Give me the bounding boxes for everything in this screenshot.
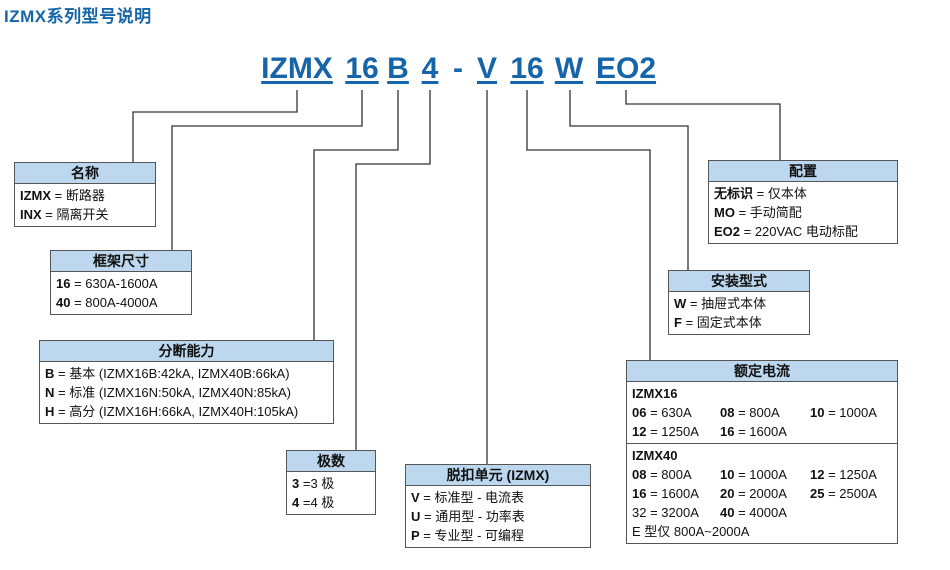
name-box: 名称 IZMX = 断路器 INX = 隔离开关 xyxy=(14,162,156,227)
code-part-breaking: B xyxy=(387,52,409,85)
connector-name xyxy=(132,90,298,162)
mounting-type-row: F = 固定式本体 xyxy=(674,315,762,330)
code-part-trip: V xyxy=(476,52,497,85)
connector-current xyxy=(526,90,651,360)
rated-current-note: E 型仅 800A~2000A xyxy=(632,524,750,539)
rated-current-box-header: 额定电流 xyxy=(627,361,897,382)
configuration-row: MO = 手动简配 xyxy=(714,205,802,220)
connector-breaking xyxy=(313,90,399,340)
trip-unit-row: V = 标准型 - 电流表 xyxy=(411,490,525,505)
rated-current-item: 10 = 1000A xyxy=(720,467,787,482)
trip-unit-box: 脱扣单元 (IZMX) V = 标准型 - 电流表 U = 通用型 - 功率表 … xyxy=(405,464,591,548)
rated-current-item: 16 = 1600A xyxy=(720,424,787,439)
rated-current-item: 10 = 1000A xyxy=(810,405,877,420)
code-part-config: EO2 xyxy=(596,52,657,85)
configuration-row: EO2 = 220VAC 电动标配 xyxy=(714,224,858,239)
rated-current-item: 08 = 800A xyxy=(720,405,780,420)
izmx40-label: IZMX40 xyxy=(632,448,678,463)
configuration-row: 无标识 = 仅本体 xyxy=(714,186,807,201)
frame-size-row: 40 = 800A-4000A xyxy=(56,295,158,310)
mounting-type-box: 安装型式 W = 抽屉式本体 F = 固定式本体 xyxy=(668,270,810,335)
code-part-dash: - xyxy=(453,52,463,85)
configuration-box-header: 配置 xyxy=(709,161,897,182)
breaking-capacity-row: N = 标准 (IZMX16N:50kA, IZMX40N:85kA) xyxy=(45,385,291,400)
page-title: IZMX系列型号说明 xyxy=(4,7,152,26)
trip-unit-box-header: 脱扣单元 (IZMX) xyxy=(406,465,590,486)
frame-size-box: 框架尺寸 16 = 630A-1600A 40 = 800A-4000A xyxy=(50,250,192,315)
connector-frame xyxy=(171,90,363,250)
connector-config xyxy=(625,90,781,160)
name-row: INX = 隔离开关 xyxy=(20,207,109,222)
rated-current-item: 12 = 1250A xyxy=(632,424,699,439)
breaking-capacity-row: H = 高分 (IZMX16H:66kA, IZMX40H:105kA) xyxy=(45,404,299,419)
breaking-capacity-row: B = 基本 (IZMX16B:42kA, IZMX40B:66kA) xyxy=(45,366,290,381)
poles-row: 4 =4 极 xyxy=(292,495,335,510)
breaking-capacity-box: 分断能力 B = 基本 (IZMX16B:42kA, IZMX40B:66kA)… xyxy=(39,340,334,424)
connector-poles xyxy=(355,90,431,450)
frame-size-row: 16 = 630A-1600A xyxy=(56,276,158,291)
trip-unit-row: U = 通用型 - 功率表 xyxy=(411,509,525,524)
rated-current-item: 32 = 3200A xyxy=(632,505,699,520)
breaking-capacity-box-header: 分断能力 xyxy=(40,341,333,362)
rated-current-item: 06 = 630A xyxy=(632,405,692,420)
name-row: IZMX = 断路器 xyxy=(20,188,105,203)
poles-box: 极数 3 =3 极 4 =4 极 xyxy=(286,450,376,515)
izmx16-label: IZMX16 xyxy=(632,386,678,401)
code-part-izmx: IZMX xyxy=(261,52,333,85)
code-part-current: 16 xyxy=(510,52,544,85)
rated-current-item: 25 = 2500A xyxy=(810,486,877,501)
code-part-mount: W xyxy=(554,52,584,85)
code-part-frame: 16 xyxy=(345,52,379,85)
rated-current-box: 额定电流 IZMX16 06 = 630A 08 = 800A 10 = 100… xyxy=(626,360,898,544)
rated-current-item: 12 = 1250A xyxy=(810,467,877,482)
poles-row: 3 =3 极 xyxy=(292,476,335,491)
code-part-poles: 4 xyxy=(421,52,439,85)
poles-box-header: 极数 xyxy=(287,451,375,472)
mounting-type-box-header: 安装型式 xyxy=(669,271,809,292)
rated-current-item: 08 = 800A xyxy=(632,467,692,482)
configuration-box: 配置 无标识 = 仅本体 MO = 手动简配 EO2 = 220VAC 电动标配 xyxy=(708,160,898,244)
frame-size-box-header: 框架尺寸 xyxy=(51,251,191,272)
connector-mount xyxy=(569,90,689,270)
rated-current-item: 20 = 2000A xyxy=(720,486,787,501)
name-box-header: 名称 xyxy=(15,163,155,184)
rated-current-item: 40 = 4000A xyxy=(720,505,787,520)
trip-unit-row: P = 专业型 - 可编程 xyxy=(411,528,525,543)
mounting-type-row: W = 抽屉式本体 xyxy=(674,296,767,311)
rated-current-item: 16 = 1600A xyxy=(632,486,699,501)
